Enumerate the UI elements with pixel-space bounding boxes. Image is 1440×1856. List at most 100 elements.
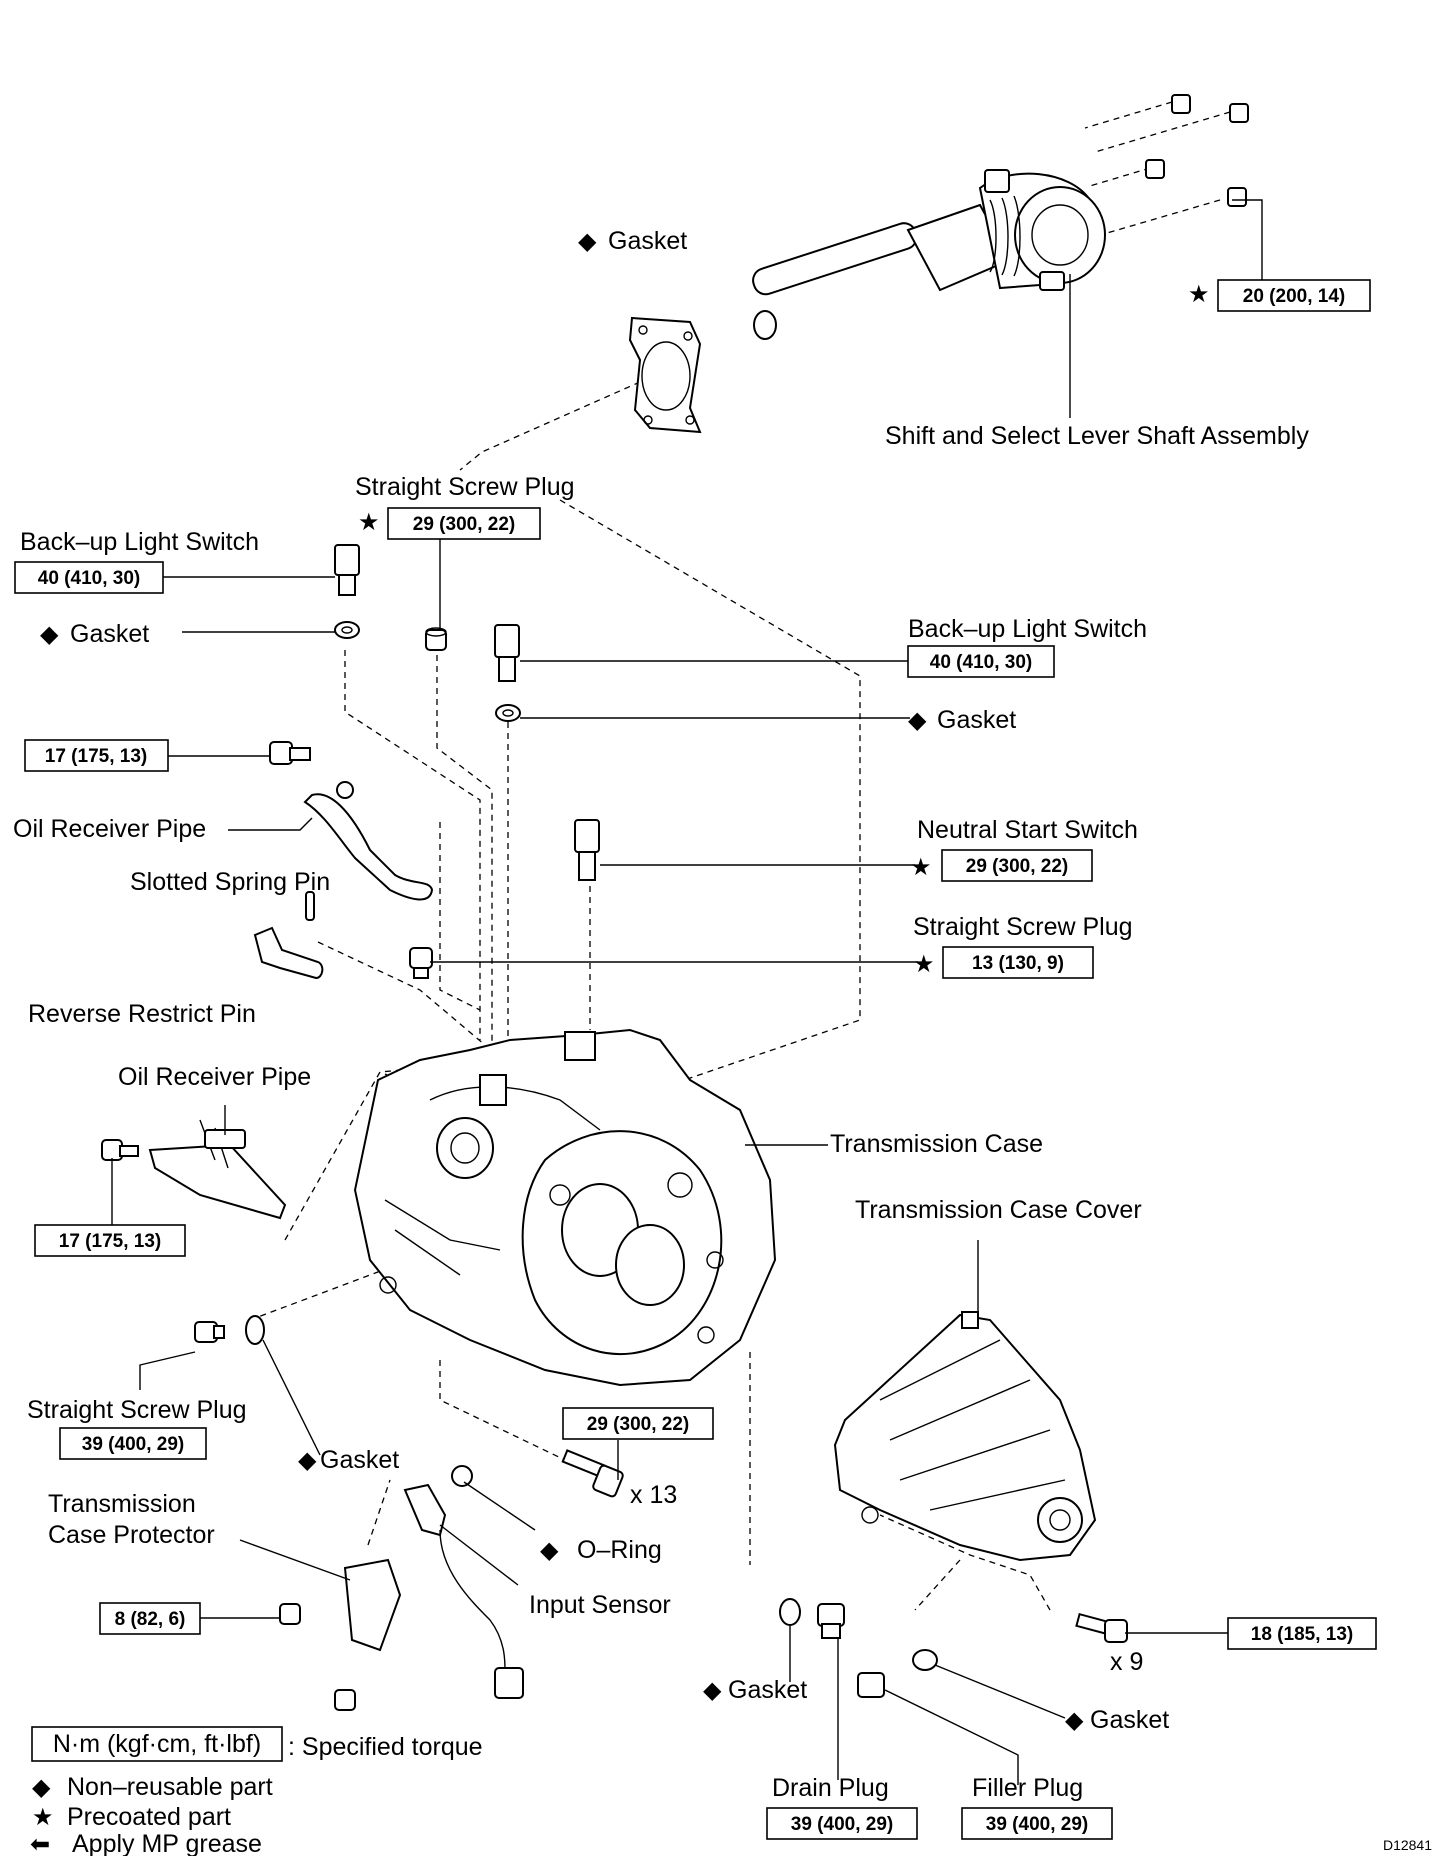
torque-box-screw-plug-top: 29 (300, 22) [387, 507, 541, 540]
cover-bolt [1075, 1612, 1128, 1643]
torque-cover-bolts: 18 (185, 13) [1251, 1624, 1353, 1645]
torque-box-case-bolts: 29 (300, 22) [562, 1407, 714, 1440]
non-reusable-symbol: ◆ [908, 707, 927, 734]
non-reusable-symbol: ◆ [1065, 1707, 1084, 1734]
torque-box-neutral-start: 29 (300, 22) [941, 849, 1093, 882]
legend-torque-unit: N·m (kgf·cm, ft·lbf) [53, 1730, 261, 1758]
precoated-symbol: ★ [1188, 281, 1210, 308]
slotted-spring-pin [305, 891, 315, 921]
straight-screw-plug-mid [409, 947, 433, 979]
non-reusable-symbol: ◆ [40, 621, 59, 648]
label-backup-light-switch-right: Back–up Light Switch [908, 615, 1147, 643]
straight-screw-plug-top [425, 627, 447, 651]
torque-backup-left: 40 (410, 30) [38, 568, 140, 589]
input-sensor [403, 1465, 524, 1699]
oil-receiver-pipe-upper [303, 781, 434, 901]
label-straight-screw-plug-top: Straight Screw Plug [355, 473, 575, 501]
pipe-bolt-lower [101, 1139, 139, 1161]
label-straight-screw-plug-lower: Straight Screw Plug [27, 1396, 247, 1424]
label-o-ring: O–Ring [577, 1536, 662, 1564]
torque-protector-bolt: 8 (82, 6) [115, 1609, 186, 1630]
precoated-symbol: ★ [358, 509, 380, 536]
filler-plug-part [857, 1649, 938, 1698]
torque-box-pipe-bolt-lower: 17 (175, 13) [34, 1224, 186, 1257]
pipe-bolt-upper [269, 741, 311, 765]
label-gasket-right: Gasket [937, 706, 1016, 734]
torque-box-protector-bolt: 8 (82, 6) [99, 1602, 201, 1635]
legend-precoated: Precoated part [67, 1803, 231, 1831]
torque-neutral-start: 29 (300, 22) [966, 856, 1068, 877]
label-reverse-restrict-pin: Reverse Restrict Pin [28, 1000, 256, 1028]
diagram-id: D12841 [1383, 1837, 1432, 1853]
label-case-bolt-count: x 13 [630, 1481, 677, 1509]
torque-box-backup-right: 40 (410, 30) [907, 645, 1055, 678]
torque-pipe-bolt-lower: 17 (175, 13) [59, 1231, 161, 1252]
torque-screw-plug-top: 29 (300, 22) [413, 514, 515, 535]
non-reusable-symbol: ◆ [540, 1537, 559, 1564]
torque-pipe-bolt-upper: 17 (175, 13) [45, 746, 147, 767]
label-oil-receiver-pipe-lower: Oil Receiver Pipe [118, 1063, 311, 1091]
oil-receiver-pipe-lower [148, 1119, 287, 1220]
label-case-protector-line2: Case Protector [48, 1521, 215, 1549]
backup-light-switch-right [494, 624, 521, 722]
label-gasket-lower: Gasket [320, 1446, 399, 1474]
non-reusable-symbol: ◆ [578, 228, 597, 255]
torque-backup-right: 40 (410, 30) [930, 652, 1032, 673]
legend-non-reusable-symbol: ◆ [32, 1774, 51, 1801]
label-oil-receiver-pipe-upper: Oil Receiver Pipe [13, 815, 206, 843]
drain-plug-part [779, 1598, 845, 1639]
torque-shift-bolt: 20 (200, 14) [1243, 286, 1345, 307]
torque-box-shift-bolt: 20 (200, 14) [1217, 279, 1371, 312]
torque-screw-plug-lower: 39 (400, 29) [82, 1434, 184, 1455]
label-shift-select-lever-shaft-assembly: Shift and Select Lever Shaft Assembly [885, 422, 1309, 450]
top-gasket [628, 316, 702, 434]
torque-box-cover-bolts: 18 (185, 13) [1227, 1617, 1377, 1650]
torque-filler-plug: 39 (400, 29) [986, 1814, 1088, 1835]
legend-torque-text: : Specified torque [288, 1733, 483, 1761]
precoated-symbol: ★ [910, 854, 932, 881]
legend: N·m (kgf·cm, ft·lbf) : Specified torque … [30, 1726, 483, 1856]
shift-select-lever-shaft-assembly [752, 94, 1249, 340]
torque-screw-plug-mid: 13 (130, 9) [972, 953, 1064, 974]
transmission-case [353, 1028, 777, 1387]
legend-mp-grease: Apply MP grease [72, 1830, 262, 1856]
screw-plug-lower [194, 1315, 265, 1345]
label-transmission-case-cover: Transmission Case Cover [855, 1196, 1142, 1224]
label-backup-light-switch-left: Back–up Light Switch [20, 528, 259, 556]
torque-case-bolts: 29 (300, 22) [587, 1414, 689, 1435]
label-case-protector-line1: Transmission [48, 1490, 196, 1518]
label-drain-plug: Drain Plug [772, 1774, 889, 1802]
torque-box-screw-plug-mid: 13 (130, 9) [942, 946, 1094, 979]
label-transmission-case: Transmission Case [830, 1130, 1043, 1158]
transmission-case-cover [833, 1311, 1097, 1562]
torque-box-backup-left: 40 (410, 30) [14, 561, 164, 594]
label-slotted-spring-pin: Slotted Spring Pin [130, 868, 330, 896]
label-input-sensor: Input Sensor [529, 1591, 671, 1619]
case-bolt [561, 1449, 624, 1498]
neutral-start-switch [574, 819, 600, 881]
label-filler-plug: Filler Plug [972, 1774, 1083, 1802]
part-labels: ◆ Gasket Shift and Select Lever Shaft As… [13, 227, 1309, 1802]
label-straight-screw-plug-mid: Straight Screw Plug [913, 913, 1133, 941]
torque-box-pipe-bolt-upper: 17 (175, 13) [24, 739, 169, 772]
non-reusable-symbol: ◆ [703, 1677, 722, 1704]
label-gasket-left: Gasket [70, 620, 149, 648]
backup-light-switch-left [334, 544, 360, 639]
legend-precoated-symbol: ★ [32, 1804, 54, 1831]
label-cover-bolt-count: x 9 [1110, 1648, 1143, 1676]
leader-lines [111, 199, 1263, 1785]
shift-bolt [1145, 94, 1249, 207]
label-gasket-filler: Gasket [1090, 1706, 1169, 1734]
assembly-guide-lines [249, 101, 1231, 1611]
precoated-symbol: ★ [913, 951, 935, 978]
case-protector [279, 1558, 402, 1711]
label-gasket-top: Gasket [608, 227, 687, 255]
legend-non-reusable: Non–reusable part [67, 1773, 273, 1801]
legend-mp-grease-symbol: ⬅ [30, 1831, 50, 1856]
torque-specs: ★ 20 (200, 14) 29 (300, 22) 40 (410, 30)… [14, 279, 1377, 1840]
torque-drain-plug: 39 (400, 29) [791, 1814, 893, 1835]
label-neutral-start-switch: Neutral Start Switch [917, 816, 1138, 844]
torque-box-screw-plug-lower: 39 (400, 29) [59, 1427, 207, 1460]
reverse-restrict-pin [253, 926, 324, 980]
